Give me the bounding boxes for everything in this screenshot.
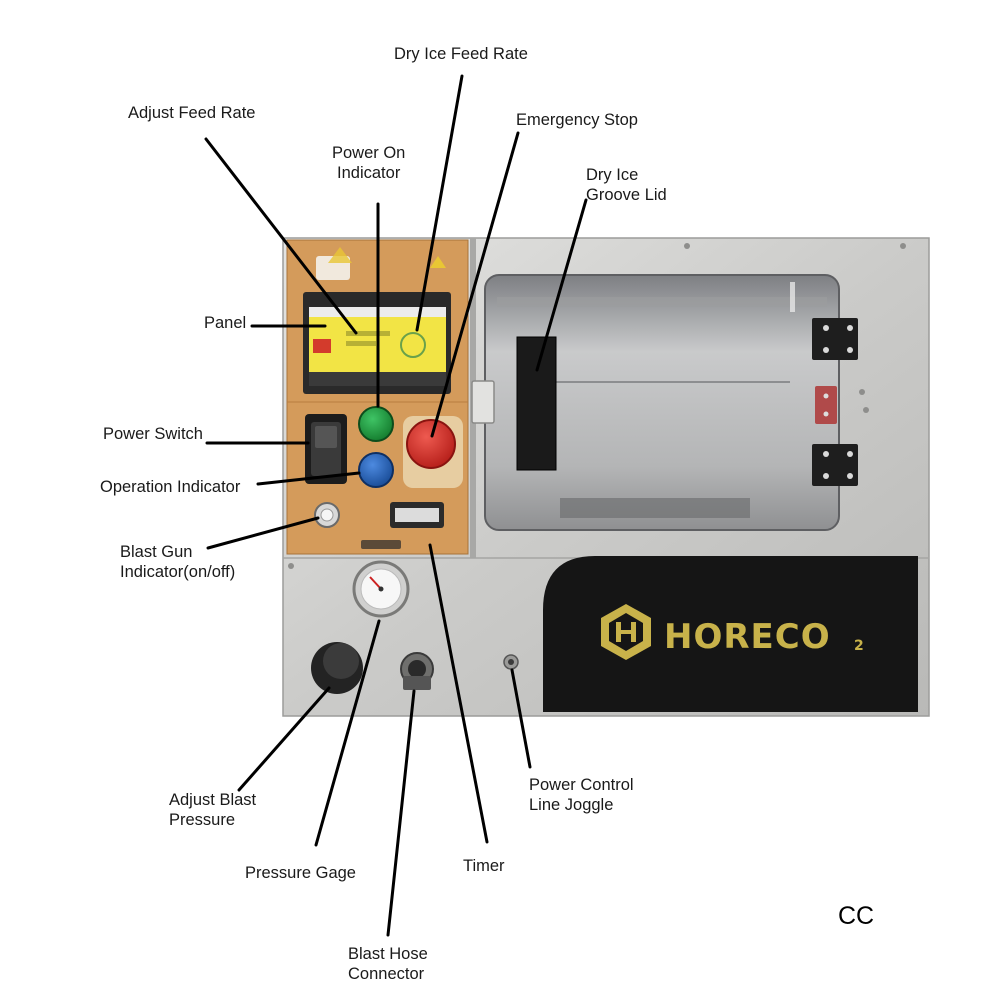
panel-logo-plate bbox=[361, 540, 401, 549]
timer-display bbox=[390, 502, 444, 528]
operation-indicator-light bbox=[358, 452, 394, 488]
horeco-logo-icon bbox=[601, 604, 651, 660]
door-latch[interactable] bbox=[471, 380, 495, 424]
power-switch[interactable] bbox=[305, 414, 347, 484]
label-blast-hose-connector: Blast Hose Connector bbox=[348, 945, 428, 983]
brand-subscript: 2 bbox=[854, 638, 865, 654]
label-power-on-indicator: Power On Indicator bbox=[332, 144, 406, 182]
leader-lines bbox=[204, 74, 588, 937]
blast-hose-connector[interactable] bbox=[400, 652, 434, 690]
brand-name: HORECO bbox=[664, 617, 831, 657]
label-blast-gun-indicator: Blast Gun Indicator(on/off) bbox=[120, 543, 236, 581]
blast-gun-indicator bbox=[314, 502, 340, 528]
power-control-joggle[interactable] bbox=[503, 654, 519, 670]
corner-mark: CC bbox=[838, 902, 875, 930]
door-hinges bbox=[812, 318, 858, 486]
power-on-indicator-light bbox=[358, 406, 394, 442]
label-dry-ice-groove-lid: Dry Ice Groove Lid bbox=[586, 166, 667, 204]
blast-pressure-knob[interactable] bbox=[311, 642, 363, 694]
brand-plate: HORECO 2 bbox=[543, 556, 918, 712]
pressure-gauge bbox=[352, 560, 410, 618]
emergency-stop-button[interactable] bbox=[403, 416, 463, 488]
label-pressure-gage: Pressure Gage bbox=[245, 864, 356, 882]
dry-ice-groove-lid[interactable] bbox=[516, 336, 557, 471]
label-emergency-stop: Emergency Stop bbox=[516, 111, 638, 129]
label-adjust-blast-pressure: Adjust Blast Pressure bbox=[169, 791, 257, 829]
label-timer: Timer bbox=[463, 857, 505, 875]
label-power-control-line-joggle: Power Control Line Joggle bbox=[529, 776, 634, 814]
label-operation-indicator: Operation Indicator bbox=[100, 478, 241, 496]
label-adjust-feed-rate: Adjust Feed Rate bbox=[128, 104, 256, 122]
label-panel: Panel bbox=[204, 314, 247, 332]
label-power-switch: Power Switch bbox=[103, 425, 203, 443]
label-dry-ice-feed-rate: Dry Ice Feed Rate bbox=[394, 45, 528, 63]
